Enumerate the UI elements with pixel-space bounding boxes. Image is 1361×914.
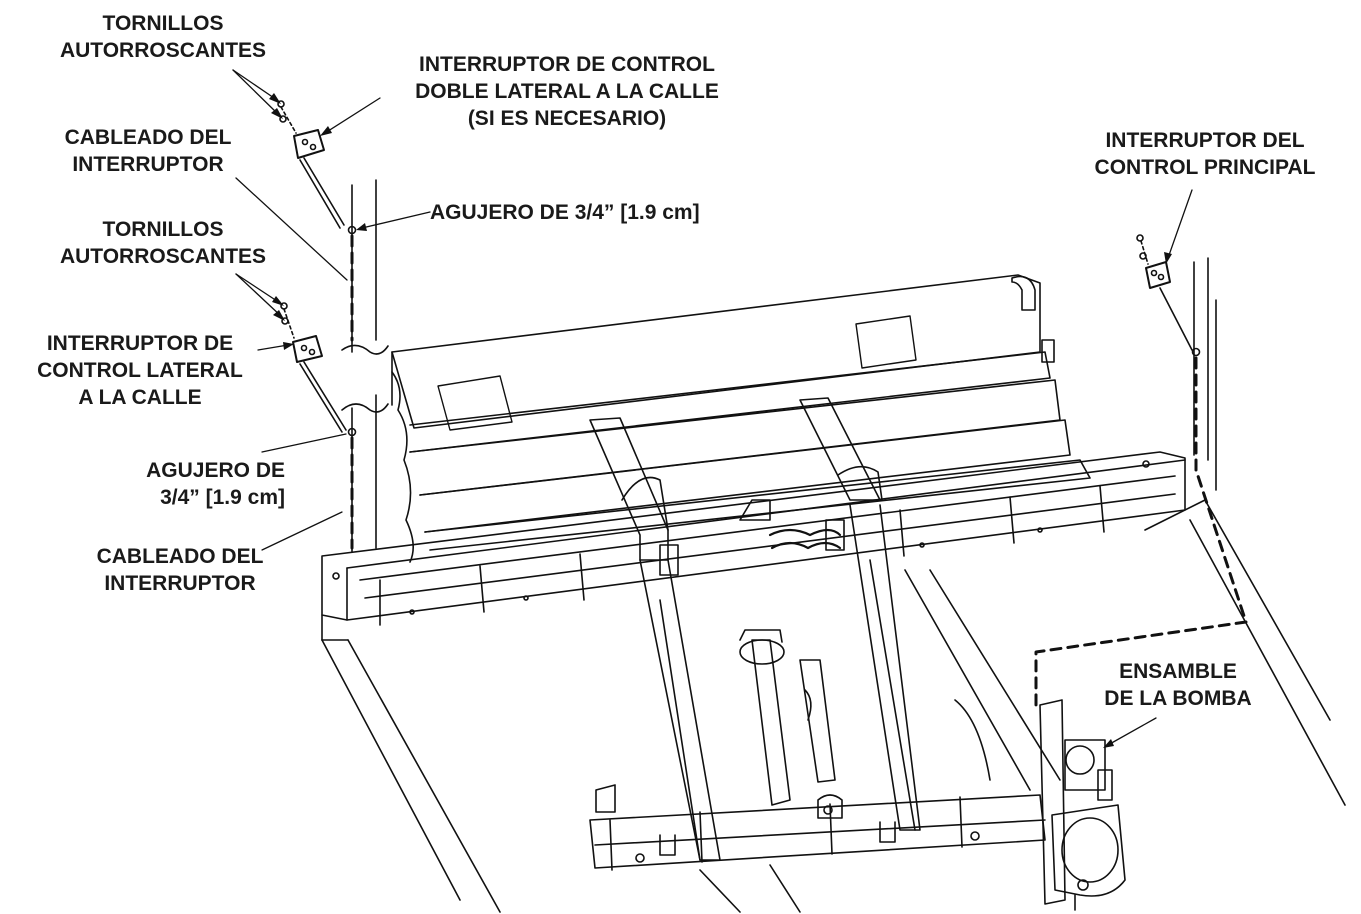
label-wiring-top-line2: INTERRUPTOR <box>72 153 224 176</box>
right-body-post <box>1193 257 1217 491</box>
main-control-switch <box>1136 234 1201 357</box>
right-body-floor <box>1144 499 1346 806</box>
label-dual-switch-line2: DOBLE LATERAL A LA CALLE <box>415 80 719 103</box>
label-dual-switch-line3: (SI ES NECESARIO) <box>467 107 667 130</box>
label-screws-mid-line1: TORNILLOS <box>102 218 224 241</box>
label-hole-bottom: AGUJERO DE 3/4” [1.9 cm] <box>90 457 285 511</box>
wiring-left <box>347 225 357 550</box>
folded-platform <box>391 274 1091 563</box>
label-hole-bottom-line2: 3/4” [1.9 cm] <box>160 486 285 509</box>
label-main-switch-line2: CONTROL PRINCIPAL <box>1094 156 1316 179</box>
label-dual-switch: INTERRUPTOR DE CONTROL DOBLE LATERAL A L… <box>382 51 752 132</box>
label-screws-top-line1: TORNILLOS <box>102 12 224 35</box>
left-body-post <box>341 179 389 553</box>
main-cross-beam <box>321 451 1186 913</box>
hydraulic-cylinder <box>739 629 843 819</box>
label-hole-bottom-line1: AGUJERO DE <box>146 459 285 482</box>
pump-assembly <box>1039 699 1126 911</box>
label-wiring-bottom: CABLEADO DEL INTERRUPTOR <box>60 543 300 597</box>
label-screws-mid: TORNILLOS AUTORROSCANTES <box>33 216 293 270</box>
label-main-switch-line1: INTERRUPTOR DEL <box>1105 129 1305 152</box>
label-wiring-bottom-line1: CABLEADO DEL <box>96 545 264 568</box>
label-wiring-top: CABLEADO DEL INTERRUPTOR <box>33 124 263 178</box>
lower-frame <box>589 569 1061 913</box>
label-wiring-top-line1: CABLEADO DEL <box>64 126 232 149</box>
label-curb-switch: INTERRUPTOR DE CONTROL LATERAL A LA CALL… <box>0 330 280 411</box>
label-curb-switch-line2: CONTROL LATERAL <box>37 359 243 382</box>
lift-arms <box>589 397 921 861</box>
label-hole-top-text: AGUJERO DE 3/4” [1.9 cm] <box>430 201 700 224</box>
label-pump: ENSAMBLE DE LA BOMBA <box>1078 658 1278 712</box>
dual-curbside-switch <box>277 100 345 229</box>
label-pump-line1: ENSAMBLE <box>1119 660 1237 683</box>
curbside-switch <box>280 302 347 433</box>
label-hole-top: AGUJERO DE 3/4” [1.9 cm] <box>430 199 700 226</box>
label-screws-mid-line2: AUTORROSCANTES <box>59 245 267 268</box>
wiring-right <box>1034 356 1248 710</box>
leader-lines <box>232 69 1193 748</box>
label-wiring-bottom-line2: INTERRUPTOR <box>104 572 256 595</box>
label-curb-switch-line1: INTERRUPTOR DE <box>46 332 234 355</box>
label-screws-top-line2: AUTORROSCANTES <box>59 39 267 62</box>
label-pump-line2: DE LA BOMBA <box>1104 687 1252 710</box>
label-curb-switch-line3: A LA CALLE <box>78 386 202 409</box>
label-screws-top: TORNILLOS AUTORROSCANTES <box>33 10 293 64</box>
label-dual-switch-line1: INTERRUPTOR DE CONTROL <box>419 53 715 76</box>
label-main-switch: INTERRUPTOR DEL CONTROL PRINCIPAL <box>1060 127 1350 181</box>
